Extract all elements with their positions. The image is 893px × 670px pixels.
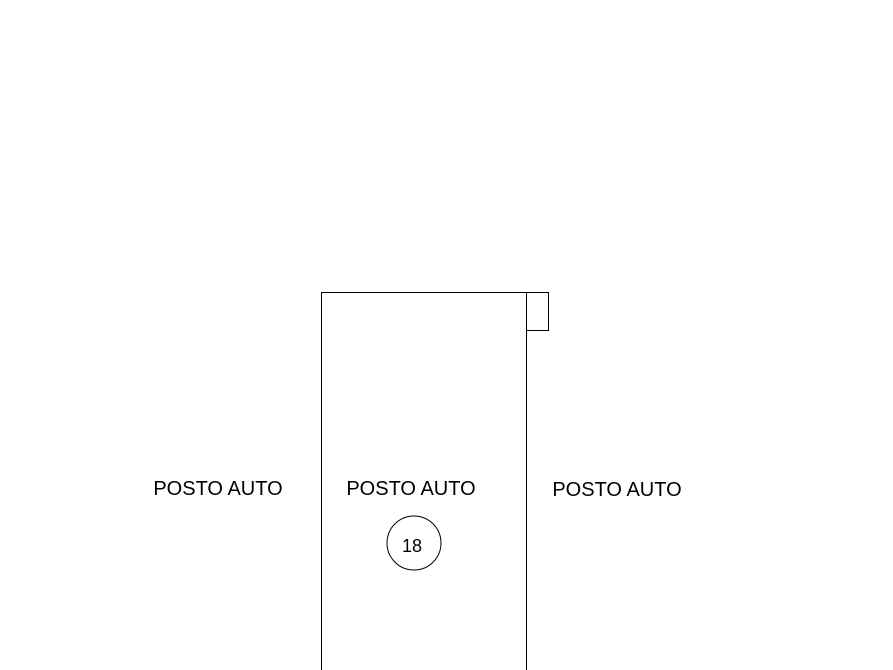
space-label-right: POSTO AUTO: [552, 479, 681, 501]
space-label-center: POSTO AUTO: [346, 478, 475, 500]
space-label-left: POSTO AUTO: [153, 478, 282, 500]
space-number-circle: [386, 515, 442, 571]
space-number: 18: [402, 536, 422, 556]
pillar-square: [526, 292, 549, 331]
parking-space-outline: [321, 292, 527, 670]
